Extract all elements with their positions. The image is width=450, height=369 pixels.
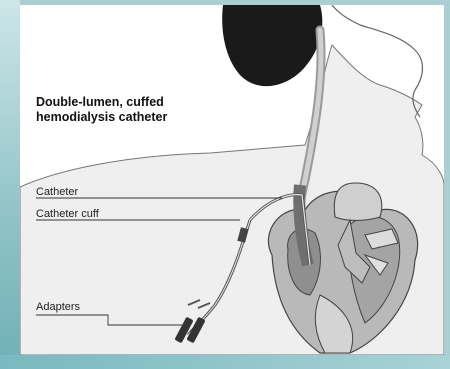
catheter-cuff-label: Catheter cuff	[36, 208, 99, 220]
diagram-panel: Double-lumen, cuffed hemodialysis cathet…	[20, 5, 444, 355]
catheter-diagram	[20, 5, 444, 355]
adapters-label: Adapters	[36, 301, 80, 313]
hair	[222, 5, 322, 86]
diagram-title: Double-lumen, cuffed hemodialysis cathet…	[36, 95, 186, 125]
catheter-label: Catheter	[36, 186, 78, 198]
slide-background-bottom	[0, 355, 450, 369]
slide-background-left	[0, 0, 20, 369]
